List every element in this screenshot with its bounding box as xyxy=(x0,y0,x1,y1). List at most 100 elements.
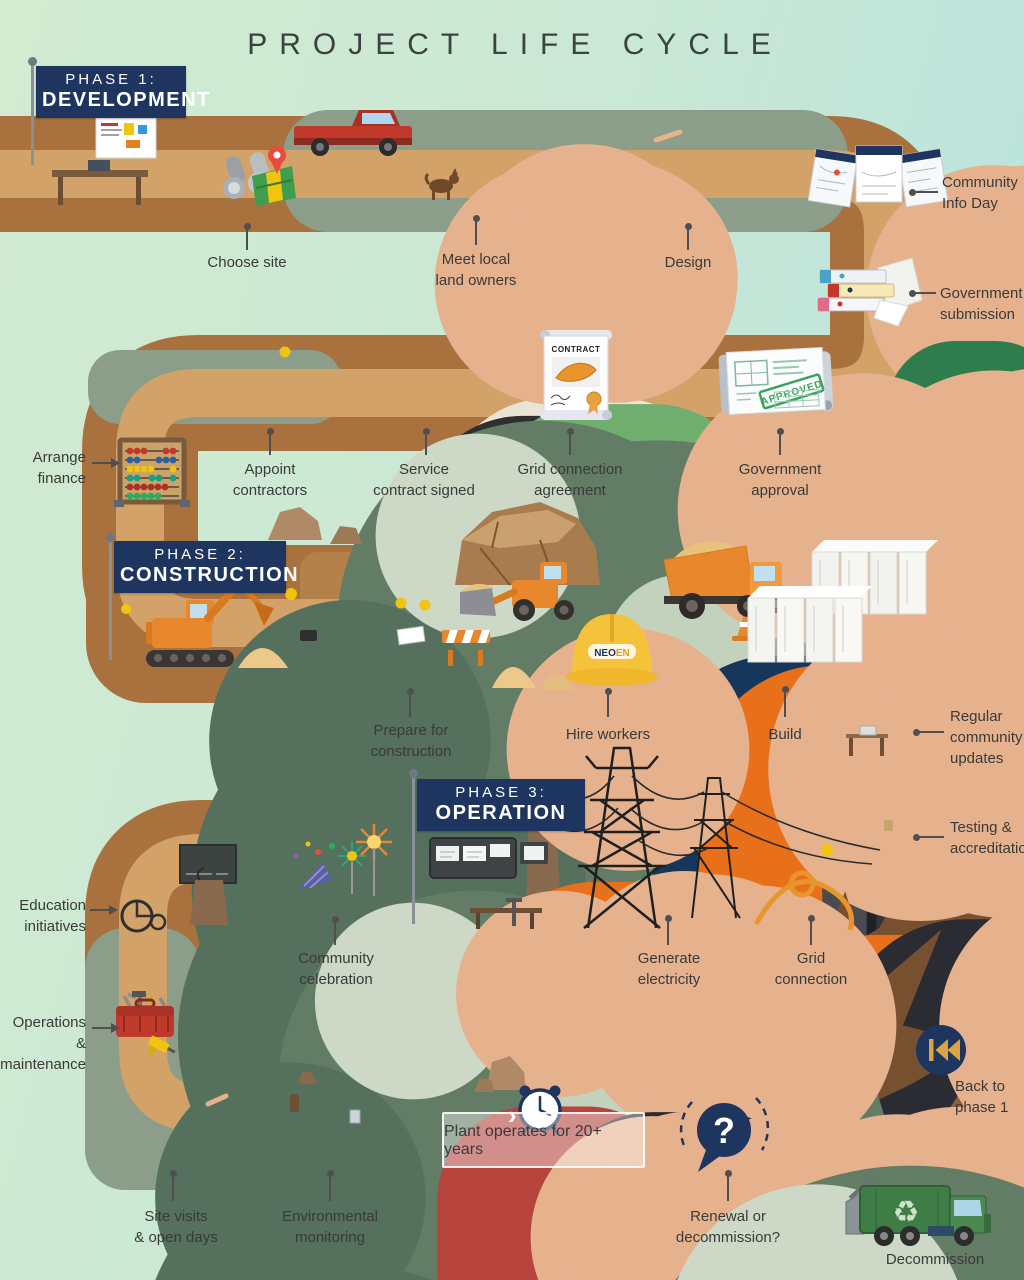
phase-2-banner: PHASE 2: CONSTRUCTION xyxy=(114,541,300,593)
transmission-towers-icon xyxy=(544,746,881,929)
connector-appoint-contractors xyxy=(266,428,274,455)
chevron-right-icon: › xyxy=(508,1100,517,1130)
label-design: Design xyxy=(664,254,712,271)
label-regular-updates: Regular community updates xyxy=(950,708,1023,767)
wheel-loader-icon xyxy=(460,562,574,621)
grid-connection-workers xyxy=(753,844,854,931)
label-government-approval: Government approval xyxy=(738,461,822,499)
toolbox-icon xyxy=(116,991,176,1056)
flag-pole xyxy=(106,533,115,660)
connector-celebration xyxy=(331,916,339,945)
label-government-submission: Government submission xyxy=(940,285,1023,323)
connector-environmental xyxy=(326,1170,334,1201)
connector-government-submission xyxy=(909,289,936,297)
connector-hire-workers xyxy=(604,688,612,717)
label-site-visits: Site visits & open days xyxy=(134,1208,218,1246)
connector-community-info-day xyxy=(909,188,938,196)
flag-pole xyxy=(28,57,37,165)
connector-testing xyxy=(913,833,944,841)
label-community-info-day: Community Info Day xyxy=(942,174,1018,212)
connector-regular-updates xyxy=(913,728,944,736)
label-service-contract: Service contract signed xyxy=(373,461,475,499)
label-decommission: Decommission xyxy=(885,1251,985,1268)
label-choose-site: Choose site xyxy=(207,254,287,271)
label-generate: Generate electricity xyxy=(637,950,701,988)
design-group xyxy=(653,129,1024,1280)
dog-icon xyxy=(424,168,459,200)
connector-arrange-finance xyxy=(92,458,120,468)
label-meet-local: Meet local land owners xyxy=(435,251,517,289)
plant-operates-callout: Plant operates for 20+ years xyxy=(442,1112,645,1168)
label-environmental: Environmental monitoring xyxy=(282,1208,378,1246)
label-celebration: Community celebration xyxy=(298,950,374,988)
connector-choose-site xyxy=(243,223,251,250)
control-room-scene xyxy=(429,837,1024,1280)
connector-grid-connection xyxy=(807,915,815,945)
label-education: Education initiatives xyxy=(19,897,86,935)
label-hire-workers: Hire workers xyxy=(565,726,651,743)
label-prepare-construction: Prepare for construction xyxy=(370,722,452,760)
podium-speaker xyxy=(179,844,821,1280)
plant-operates-text: Plant operates for 20+ years xyxy=(444,1123,602,1158)
battery-containers-icon xyxy=(747,540,938,663)
binoculars-map-icon xyxy=(223,146,296,206)
binders-icon xyxy=(817,257,923,327)
label-renewal: Renewal or decommission? xyxy=(675,1208,781,1246)
testing-accreditation-pair xyxy=(884,820,893,831)
excavator-icon xyxy=(121,578,771,1280)
rocks-icon xyxy=(474,1056,526,1092)
environmental-monitoring-pair xyxy=(290,1072,1024,1280)
sand-piles xyxy=(238,648,574,690)
neoen-hard-hat-icon: NEOEN xyxy=(566,614,658,686)
connector-government-approval xyxy=(776,428,784,455)
fireworks-icon xyxy=(293,824,392,896)
pickup-truck-icon xyxy=(294,110,412,156)
education-wheelchair-group xyxy=(120,874,922,1280)
contract-heading-text: CONTRACT xyxy=(552,345,601,354)
page-title: PROJECT LIFE CYCLE xyxy=(247,28,783,61)
svg-text:NEOEN: NEOEN xyxy=(594,648,630,659)
abacus-icon xyxy=(114,437,190,507)
flag-pole xyxy=(409,769,418,924)
connector-meet-local xyxy=(472,215,480,245)
phase-3-banner: PHASE 3: OPERATION xyxy=(417,779,585,831)
rocks-and-kangaroos xyxy=(268,507,1024,1280)
connector-operations xyxy=(92,1023,120,1033)
connector-generate xyxy=(664,915,672,945)
label-grid-agreement: Grid connection agreement xyxy=(517,461,623,499)
helmet-brand-primary: NEO xyxy=(594,648,616,659)
label-appoint-contractors: Appoint contractors xyxy=(232,461,308,499)
barrier-icon xyxy=(442,630,490,666)
connector-education xyxy=(90,905,118,915)
phase-3-label: PHASE 3: xyxy=(455,784,547,801)
label-testing: Testing & accreditation xyxy=(950,819,1024,857)
rewind-icon xyxy=(916,1025,966,1075)
connector-site-visits xyxy=(169,1170,177,1201)
community-updates-family xyxy=(846,725,888,756)
phase-1-label: PHASE 1: xyxy=(65,71,157,88)
garbage-truck-icon: ♻ xyxy=(845,1176,991,1246)
contract-scroll-icon: CONTRACT xyxy=(540,330,612,420)
recycle-icon: ♻ xyxy=(893,1196,920,1229)
worker-carrying-toolbox xyxy=(285,588,1024,1280)
phase-2-label: PHASE 2: xyxy=(154,546,246,563)
question-bubble-icon: ? xyxy=(679,1097,770,1172)
connector-prepare-construction xyxy=(406,688,414,717)
connector-renewal xyxy=(724,1170,732,1201)
label-operations: Operations & maintenance xyxy=(0,1014,86,1073)
label-grid-connection: Grid connection xyxy=(774,950,848,988)
question-mark-icon: ? xyxy=(713,1110,735,1151)
approved-blueprint-icon: APPROVED xyxy=(718,346,834,415)
connector-design xyxy=(684,223,692,250)
phase-1-name: DEVELOPMENT xyxy=(42,89,211,111)
site-visit-group xyxy=(205,1093,977,1280)
appoint-contractors-pair xyxy=(279,346,1024,1280)
phase-2-name: CONSTRUCTION xyxy=(120,564,300,586)
connector-grid-agreement xyxy=(566,428,574,455)
helmet-brand-secondary: EN xyxy=(616,648,630,659)
phase-1-banner: PHASE 1: DEVELOPMENT xyxy=(36,66,211,118)
connector-service-contract xyxy=(422,428,430,455)
label-build: Build xyxy=(768,726,802,743)
